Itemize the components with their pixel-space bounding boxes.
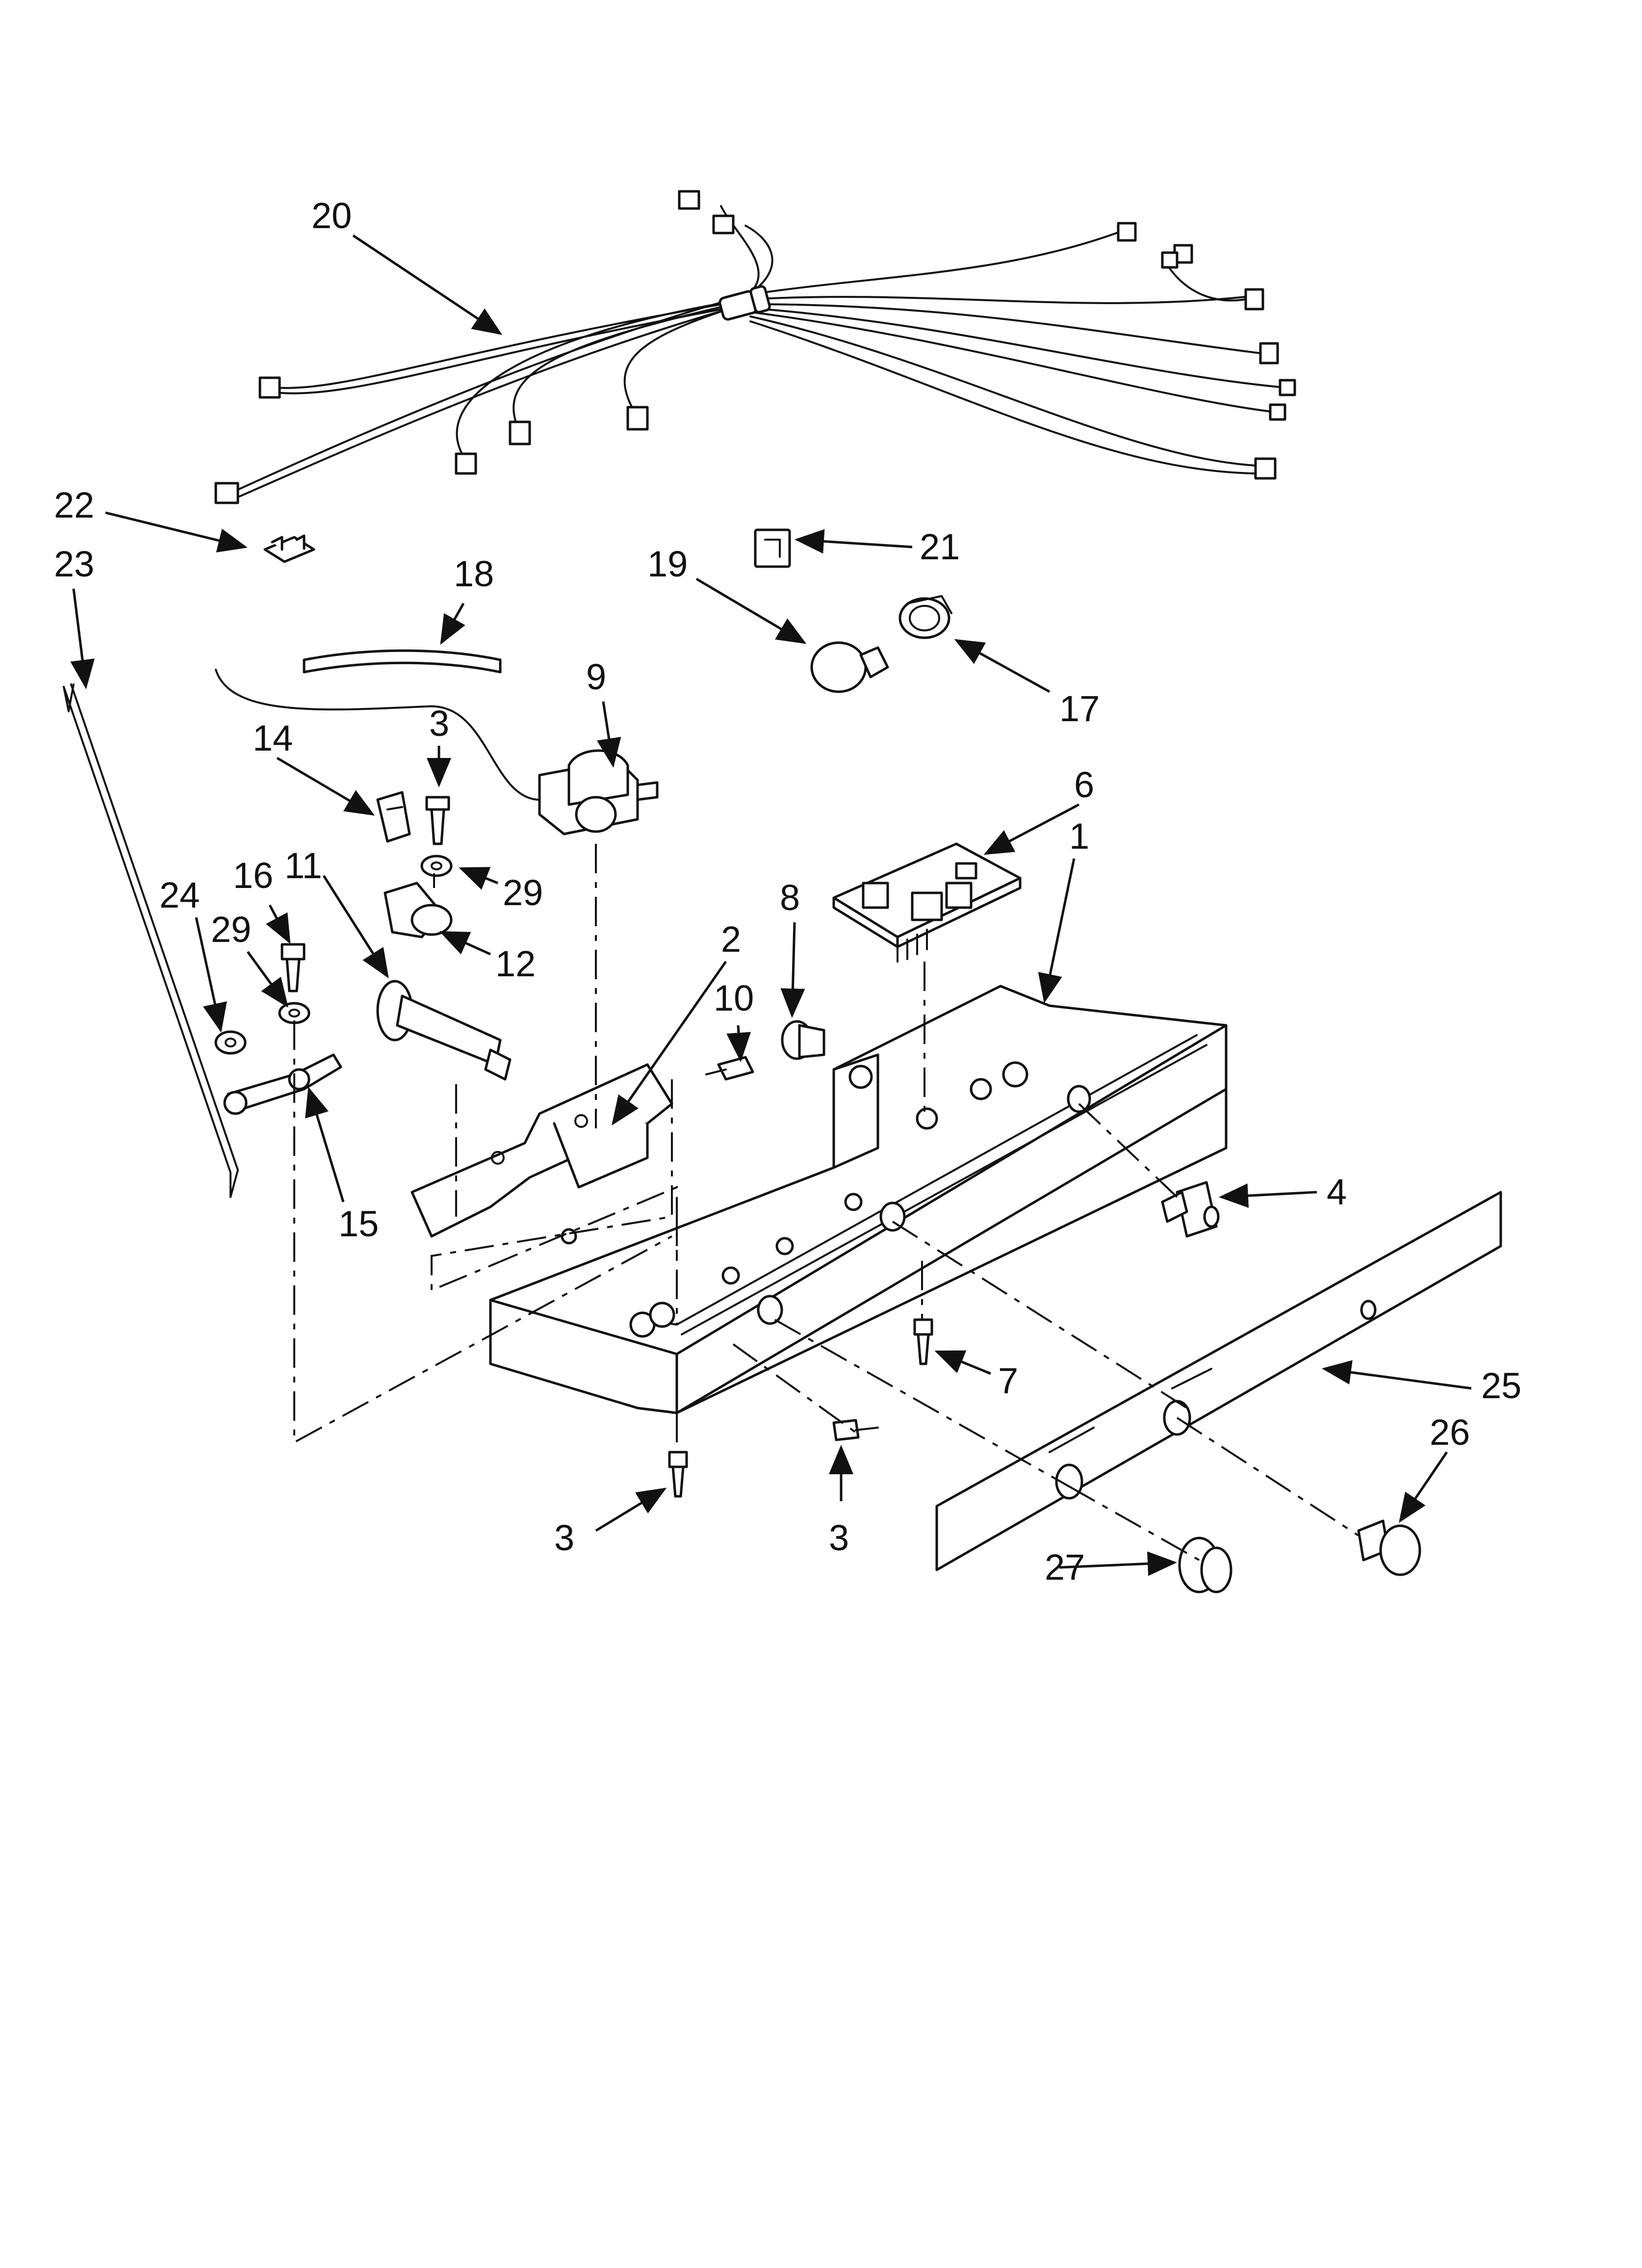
lever-part-15 xyxy=(223,1053,342,1115)
wire-harness-part xyxy=(214,190,1296,504)
callout-10: 10 xyxy=(714,978,754,1018)
callout-1: 1 xyxy=(1069,816,1089,857)
callout-19: 19 xyxy=(647,544,688,584)
callout-16: 16 xyxy=(233,855,273,896)
screw-part-7 xyxy=(913,1318,933,1365)
mounting-bracket-part-2 xyxy=(410,1063,673,1238)
knob-part-27 xyxy=(1178,1537,1232,1593)
callout-8: 8 xyxy=(780,877,800,918)
screw-part-3-right xyxy=(832,1419,879,1441)
control-board-part-6 xyxy=(832,842,1022,963)
callout-6: 6 xyxy=(1074,764,1094,805)
callout-26: 26 xyxy=(1430,1412,1470,1453)
callout-23: 23 xyxy=(54,544,94,584)
callout-7: 7 xyxy=(998,1360,1018,1401)
screw-part-3-left xyxy=(668,1451,688,1498)
washer-part-24 xyxy=(214,1030,247,1055)
callout-25: 25 xyxy=(1481,1365,1521,1406)
callout-11: 11 xyxy=(284,845,322,886)
knob-part-26 xyxy=(1357,1519,1421,1576)
button-part-8 xyxy=(781,1020,825,1060)
callout-22: 22 xyxy=(54,485,94,525)
callout-24: 24 xyxy=(159,875,200,915)
leader-arrows xyxy=(70,234,1472,1576)
callout-18: 18 xyxy=(454,553,494,594)
screw-part-16 xyxy=(281,943,306,992)
tube-part-18 xyxy=(303,649,502,674)
switch-part-4 xyxy=(1161,1181,1220,1238)
callout-20: 20 xyxy=(311,195,352,236)
callout-29-lower: 29 xyxy=(211,909,251,950)
bracket-part-14 xyxy=(376,791,411,843)
clamp-part-12 xyxy=(384,882,453,938)
screw-part-10 xyxy=(705,1056,754,1081)
callout-17: 17 xyxy=(1059,688,1100,729)
callout-12: 12 xyxy=(495,943,536,984)
callout-labels: 20 22 23 18 19 21 17 9 3 14 29 12 11 16 … xyxy=(54,195,1521,1588)
washer-part-29-lower xyxy=(278,1002,310,1024)
callout-3-right: 3 xyxy=(829,1517,849,1558)
light-bulb-part-19 xyxy=(810,641,889,693)
callout-21: 21 xyxy=(920,526,960,567)
shaft-part-11 xyxy=(376,980,512,1081)
housing-part-1 xyxy=(489,985,1228,1414)
socket-part-17 xyxy=(898,595,952,639)
callout-2: 2 xyxy=(721,919,741,960)
callout-9: 9 xyxy=(586,656,606,697)
callout-4: 4 xyxy=(1327,1172,1347,1212)
callout-3-left: 3 xyxy=(554,1517,574,1558)
washer-part-29-upper xyxy=(420,855,453,877)
callout-15: 15 xyxy=(338,1203,379,1244)
assembly-lines xyxy=(293,844,1360,1561)
callout-27: 27 xyxy=(1045,1547,1085,1588)
screw-part-3-top xyxy=(425,796,450,845)
callout-3-top: 3 xyxy=(429,703,449,744)
rod-part-23 xyxy=(63,683,239,1198)
clip-part-22 xyxy=(263,534,315,563)
callout-29-upper: 29 xyxy=(503,872,543,913)
callout-14: 14 xyxy=(253,718,293,758)
bracket-part-21 xyxy=(754,528,791,568)
